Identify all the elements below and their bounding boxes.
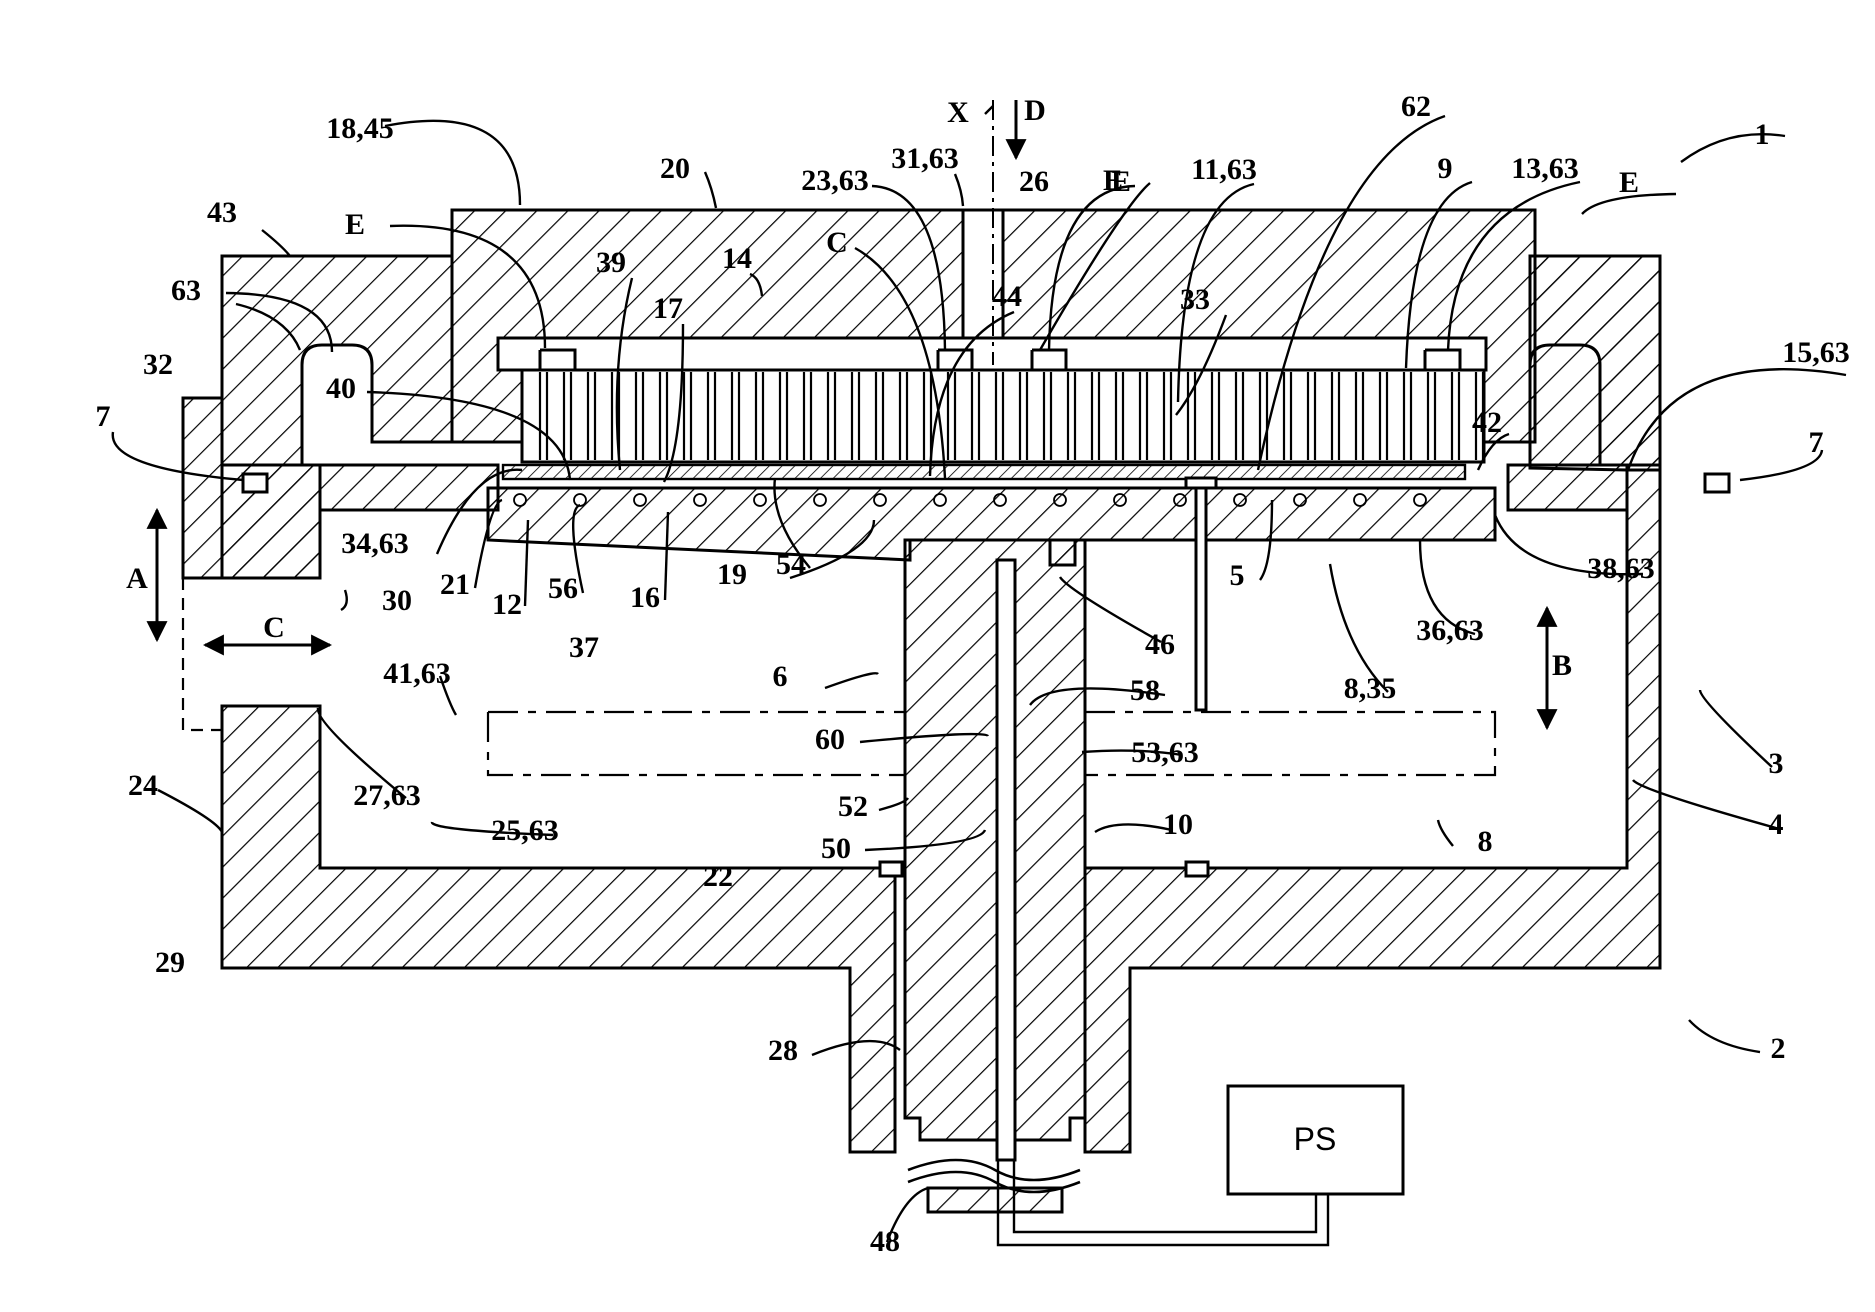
reference-numeral: 23,63 bbox=[801, 164, 869, 197]
reference-numeral: D bbox=[1024, 94, 1046, 127]
reference-numeral: 13,63 bbox=[1511, 152, 1579, 185]
reference-numeral: 11,63 bbox=[1191, 153, 1257, 186]
reference-numeral: 20 bbox=[660, 152, 690, 185]
leader-line bbox=[955, 174, 963, 206]
leader-line bbox=[1700, 690, 1772, 767]
door-lowered-outline bbox=[183, 578, 222, 730]
reference-numeral: B bbox=[1552, 649, 1572, 682]
stem-bore bbox=[997, 560, 1015, 1160]
reference-numeral: 56 bbox=[548, 572, 578, 605]
liner-ring-right bbox=[1508, 465, 1627, 510]
reference-numeral: 5 bbox=[1230, 559, 1245, 592]
reference-numeral: 62 bbox=[1401, 90, 1431, 123]
reference-numeral: 30 bbox=[382, 584, 412, 617]
leader-line bbox=[985, 106, 993, 114]
leader-line bbox=[262, 230, 290, 256]
reference-numeral: 3 bbox=[1769, 747, 1784, 780]
reference-numeral: E bbox=[345, 208, 365, 241]
reference-numeral: 41,63 bbox=[383, 657, 451, 690]
reference-numeral: 9 bbox=[1438, 152, 1453, 185]
substrate-wafer bbox=[503, 465, 1465, 479]
reference-numeral: 46 bbox=[1145, 628, 1175, 661]
reference-numeral: 33 bbox=[1180, 283, 1210, 316]
reference-numeral: C bbox=[263, 611, 285, 644]
reference-numeral: 27,63 bbox=[353, 779, 421, 812]
reference-numeral: 43 bbox=[207, 196, 237, 229]
reference-numeral: 36,63 bbox=[1416, 614, 1484, 647]
reference-numeral: 31,63 bbox=[891, 142, 959, 175]
reference-numeral: 53,63 bbox=[1131, 736, 1199, 769]
reference-numeral: 25,63 bbox=[491, 814, 559, 847]
reference-numeral: 7 bbox=[96, 400, 111, 433]
reference-numeral: 37 bbox=[569, 631, 599, 664]
showerhead-faceplate bbox=[503, 370, 1484, 479]
reference-numeral: X bbox=[947, 96, 969, 129]
reference-numeral: 18,45 bbox=[326, 112, 394, 145]
stem bbox=[905, 540, 1085, 1140]
reference-numeral: 38,63 bbox=[1587, 552, 1655, 585]
reference-numeral: 40 bbox=[326, 372, 356, 405]
reference-numeral: E bbox=[1619, 166, 1639, 199]
reference-numeral: 39 bbox=[596, 246, 626, 279]
leader-line bbox=[825, 673, 878, 688]
reference-numeral: 63 bbox=[171, 274, 201, 307]
reference-numeral: 14 bbox=[722, 242, 752, 275]
leader-line bbox=[1095, 824, 1172, 832]
reference-numeral: 19 bbox=[717, 558, 747, 591]
reference-numeral: 42 bbox=[1472, 406, 1502, 439]
reference-numeral: 16 bbox=[630, 581, 660, 614]
leader-line bbox=[158, 790, 222, 832]
reference-numeral: 50 bbox=[821, 832, 851, 865]
reference-numeral: 58 bbox=[1130, 674, 1160, 707]
leader-line bbox=[341, 590, 347, 610]
leader-line bbox=[385, 121, 520, 205]
reference-numeral: 6 bbox=[773, 660, 788, 693]
reference-numeral: 26 bbox=[1019, 165, 1049, 198]
reference-numeral: A bbox=[126, 562, 148, 595]
reference-numeral: 1 bbox=[1755, 118, 1770, 151]
reference-numeral: 15,63 bbox=[1782, 336, 1850, 369]
door-block bbox=[183, 398, 222, 578]
leader-line bbox=[1438, 820, 1453, 846]
power-supply-label: PS bbox=[1294, 1121, 1337, 1157]
reference-numeral: 17 bbox=[653, 292, 683, 325]
reference-numeral: 32 bbox=[143, 348, 173, 381]
reference-numeral: 24 bbox=[128, 769, 158, 802]
reference-numeral: 60 bbox=[815, 723, 845, 756]
reference-numeral: 2 bbox=[1771, 1032, 1786, 1065]
reference-numeral: 10 bbox=[1163, 808, 1193, 841]
reference-numeral: 22 bbox=[703, 860, 733, 893]
leader-line bbox=[1689, 1020, 1760, 1052]
reference-numeral: 29 bbox=[155, 946, 185, 979]
reference-numeral: 28 bbox=[768, 1034, 798, 1067]
leader-line bbox=[705, 172, 716, 208]
reference-numeral: 34,63 bbox=[341, 527, 409, 560]
shaft-bore bbox=[963, 210, 1003, 338]
reference-numeral: 54 bbox=[776, 548, 806, 581]
reference-numeral: C bbox=[826, 226, 848, 259]
reference-numeral: 48 bbox=[870, 1225, 900, 1258]
reference-numeral: 44 bbox=[992, 280, 1022, 313]
reference-numeral: 12 bbox=[492, 588, 522, 621]
reference-numeral: 21 bbox=[440, 568, 470, 601]
reference-numeral: 4 bbox=[1769, 808, 1784, 841]
reference-numeral: 8,35 bbox=[1344, 672, 1397, 705]
reference-numeral: 52 bbox=[838, 790, 868, 823]
reference-numeral: E bbox=[1111, 165, 1131, 198]
chamber-lid-left bbox=[222, 256, 452, 465]
chamber-base-wall bbox=[222, 706, 895, 1152]
reference-numeral: 7 bbox=[1809, 426, 1824, 459]
reference-numeral: 8 bbox=[1478, 825, 1493, 858]
